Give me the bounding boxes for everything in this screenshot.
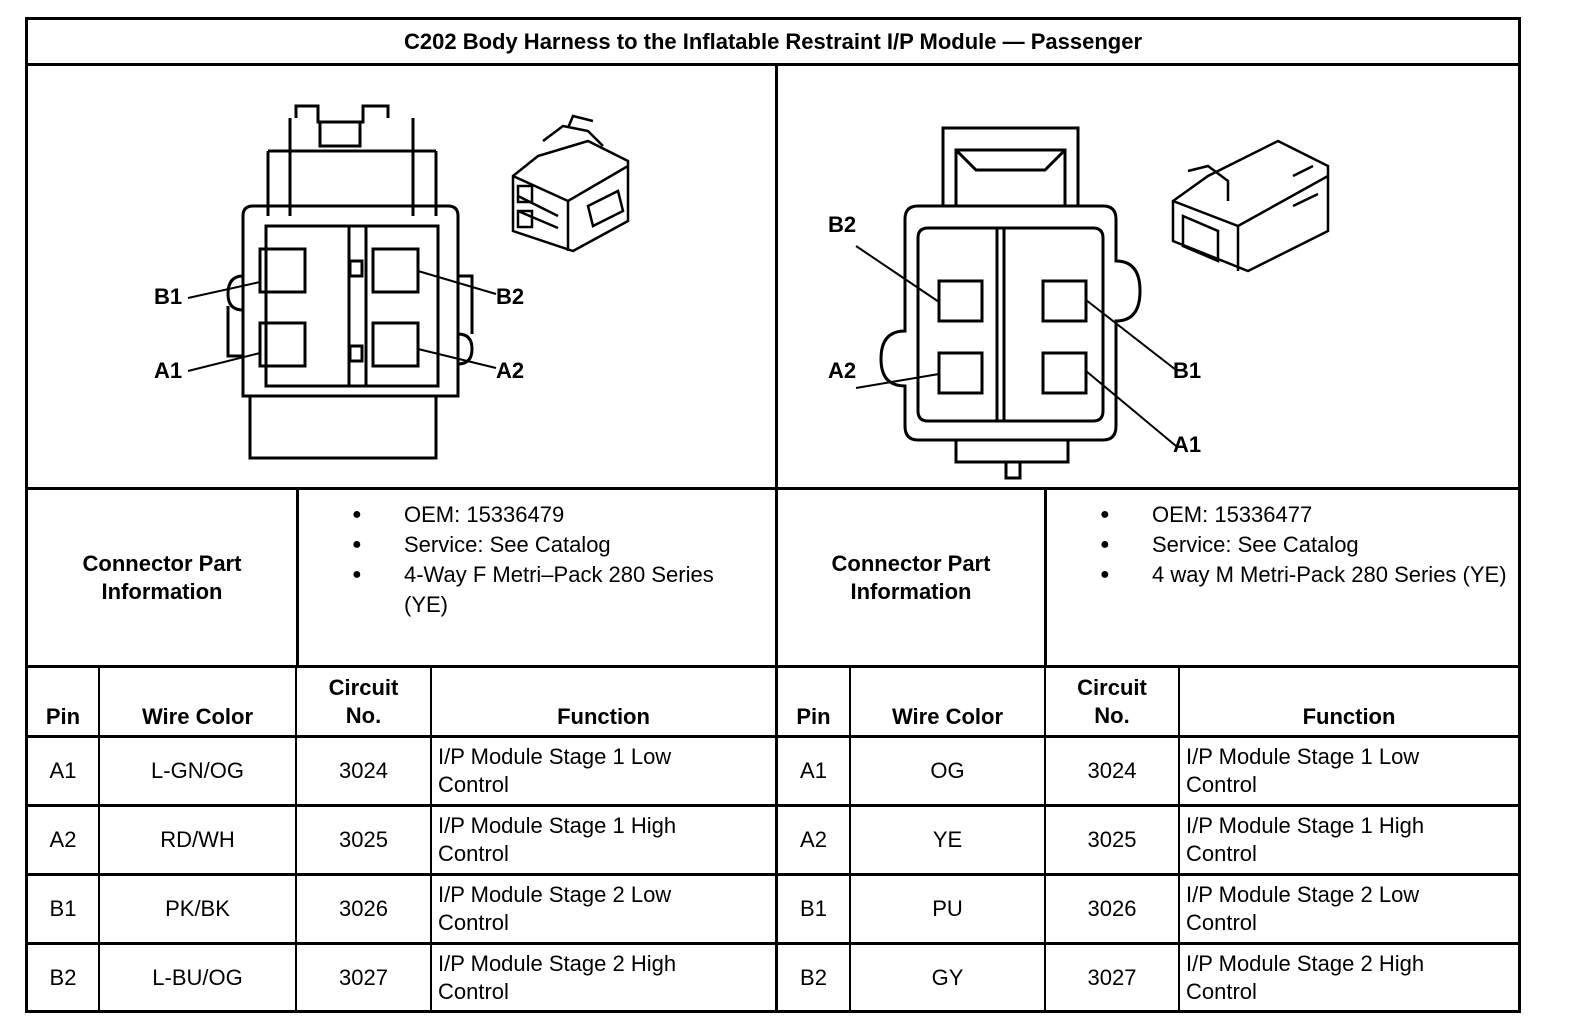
pin-label-a2: A2 — [496, 358, 525, 383]
header-circuit-no: Circuit No. — [328, 674, 399, 728]
info-service: Service: See Catalog — [1100, 530, 1510, 560]
cell-function: I/P Module Stage 1 High Control — [438, 813, 677, 866]
header-pin: Pin — [45, 704, 81, 729]
header-circuit-no: Circuit No. — [1077, 674, 1147, 728]
female-connector-drawing — [187, 104, 630, 460]
cell-circuit-no: 3025 — [339, 827, 388, 852]
divider-row-1 — [28, 804, 1518, 807]
col-divider — [98, 667, 100, 1013]
pin-label-b2: B2 — [496, 284, 525, 309]
header-wire-color: Wire Color — [891, 704, 1004, 729]
cell-pin: A2 — [800, 827, 827, 852]
cell-function: I/P Module Stage 1 Low Control — [1186, 744, 1420, 797]
col-divider — [430, 667, 432, 1013]
pin-label-b1: B1 — [154, 284, 183, 309]
cell-pin: B1 — [800, 896, 827, 921]
header-pin: Pin — [796, 704, 831, 729]
connector-sheet: C202 Body Harness to the Inflatable Rest… — [25, 17, 1521, 1013]
male-connector-drawing — [855, 126, 1330, 480]
divider-row-2 — [28, 873, 1518, 876]
divider-info — [28, 665, 1518, 668]
info-oem: OEM: 15336477 — [1100, 500, 1510, 530]
pin-label-b2: B2 — [828, 212, 857, 237]
connector-part-info-list: OEM: 15336477 Service: See Catalog 4 way… — [1100, 500, 1510, 590]
cell-circuit-no: 3026 — [1087, 896, 1137, 921]
pin-label-a1: A1 — [154, 358, 183, 383]
cell-function: I/P Module Stage 2 High Control — [1186, 951, 1425, 1004]
cell-circuit-no: 3025 — [1087, 827, 1137, 852]
info-divider-left — [296, 489, 299, 667]
cell-function: I/P Module Stage 2 Low Control — [1186, 882, 1420, 935]
pin-label-b1: B1 — [1173, 358, 1202, 383]
connector-part-info-list: OEM: 15336479 Service: See Catalog 4-Way… — [352, 500, 762, 620]
col-divider — [1178, 667, 1180, 1013]
cell-wire-color: RD/WH — [160, 827, 235, 852]
connector-part-info-label: Connector Part Information — [82, 550, 242, 604]
info-service: Service: See Catalog — [352, 530, 762, 560]
center-divider — [775, 63, 778, 1013]
divider-header — [28, 735, 1518, 738]
cell-pin: A1 — [49, 758, 77, 783]
cell-pin: B2 — [800, 965, 827, 990]
pin-label-a2: A2 — [828, 358, 857, 383]
cell-wire-color: YE — [932, 827, 963, 852]
page-title: C202 Body Harness to the Inflatable Rest… — [28, 20, 1518, 66]
cell-pin: B1 — [49, 896, 77, 921]
header-function: Function — [1302, 704, 1396, 729]
cell-circuit-no: 3027 — [339, 965, 388, 990]
cell-pin: A2 — [49, 827, 77, 852]
cell-wire-color: PU — [932, 896, 963, 921]
col-divider — [849, 667, 851, 1013]
info-series: 4-Way F Metri–Pack 280 Series (YE) — [352, 560, 762, 620]
cell-pin: B2 — [49, 965, 77, 990]
col-divider — [1044, 667, 1046, 1013]
cell-wire-color: L-BU/OG — [152, 965, 243, 990]
cell-function: I/P Module Stage 1 High Control — [1186, 813, 1425, 866]
cell-wire-color: PK/BK — [165, 896, 230, 921]
divider-row-3 — [28, 942, 1518, 945]
info-oem: OEM: 15336479 — [352, 500, 762, 530]
info-series: 4 way M Metri-Pack 280 Series (YE) — [1100, 560, 1510, 590]
cell-function: I/P Module Stage 2 Low Control — [438, 882, 672, 935]
cell-circuit-no: 3027 — [1087, 965, 1137, 990]
connector-part-info-label: Connector Part Information — [831, 550, 991, 604]
divider-drawings — [28, 487, 1518, 490]
col-divider — [295, 667, 297, 1013]
cell-function: I/P Module Stage 1 Low Control — [438, 744, 672, 797]
cell-wire-color: GY — [931, 965, 964, 990]
header-wire-color: Wire Color — [141, 704, 254, 729]
cell-circuit-no: 3026 — [339, 896, 388, 921]
cell-circuit-no: 3024 — [339, 758, 388, 783]
cell-circuit-no: 3024 — [1087, 758, 1137, 783]
cell-function: I/P Module Stage 2 High Control — [438, 951, 677, 1004]
info-divider-right — [1044, 489, 1047, 667]
header-function: Function — [557, 704, 650, 729]
cell-pin: A1 — [800, 758, 827, 783]
cell-wire-color: OG — [930, 758, 965, 783]
pin-label-a1: A1 — [1173, 432, 1202, 457]
cell-wire-color: L-GN/OG — [151, 758, 244, 783]
